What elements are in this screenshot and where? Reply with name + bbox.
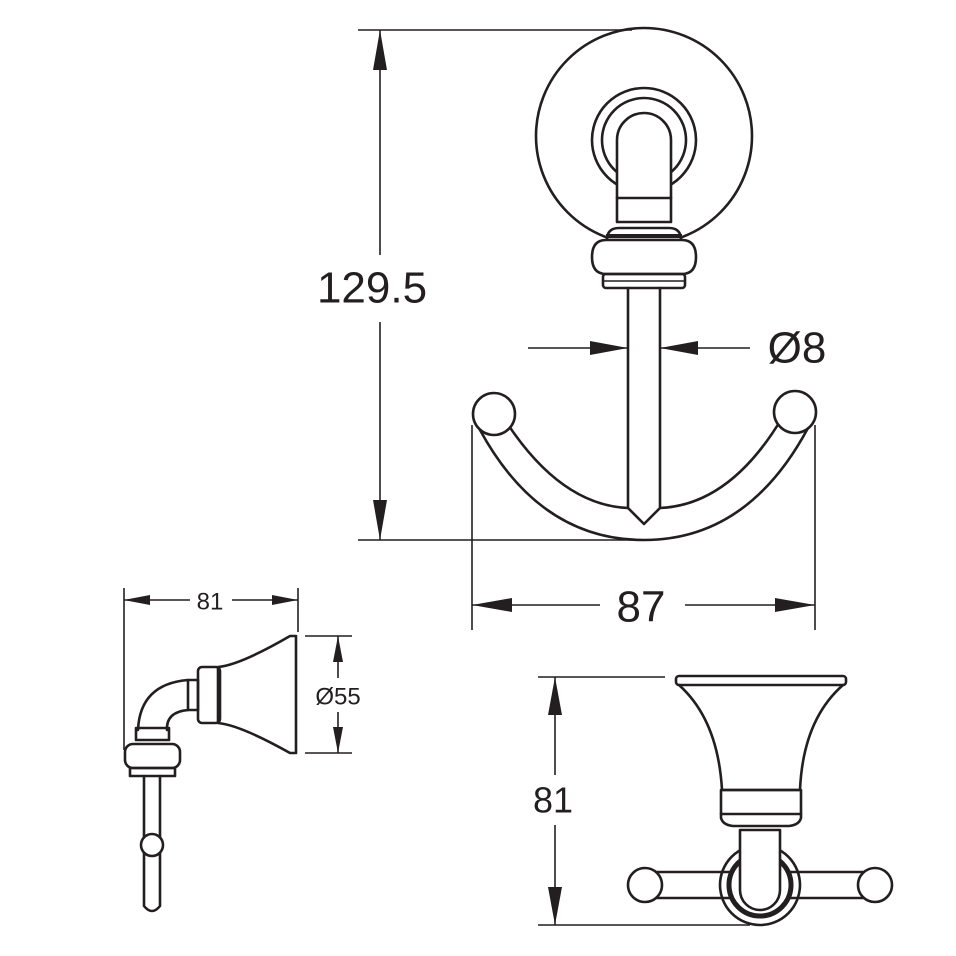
dimension-side-depth: 81 — [197, 589, 224, 616]
side-rod — [142, 774, 162, 913]
front-view: 129.5 Ø8 87 — [317, 26, 827, 632]
stem — [615, 111, 673, 224]
dimension-height: 129.5 — [317, 264, 427, 313]
dimension-width: 87 — [617, 583, 666, 632]
bottom-view: 81 — [533, 674, 894, 927]
hook-rod — [626, 286, 662, 526]
bottom-left-ball — [626, 866, 664, 904]
right-ball-end — [772, 389, 818, 435]
arms-inner — [503, 416, 784, 510]
dimension-bottom-depth: 81 — [533, 780, 573, 821]
side-ball — [139, 832, 165, 858]
dimension-rod-diameter: Ø8 — [768, 324, 827, 373]
bottom-rim — [674, 674, 848, 687]
side-collar — [123, 742, 182, 770]
dimension-base-diameter: Ø55 — [315, 684, 360, 711]
elbow-joint — [186, 678, 200, 712]
side-view: 81 Ø55 — [123, 588, 361, 913]
bottom-bell — [677, 683, 845, 792]
collar-thread — [601, 272, 687, 290]
collar — [590, 238, 698, 276]
left-ball-end — [471, 391, 517, 437]
side-thread — [128, 766, 177, 778]
bottom-right-ball — [856, 866, 894, 904]
bottom-band — [719, 788, 803, 816]
elbow-neck — [134, 726, 171, 742]
bottom-stem — [738, 828, 782, 912]
elbow — [136, 678, 190, 732]
base-bell — [216, 634, 298, 755]
